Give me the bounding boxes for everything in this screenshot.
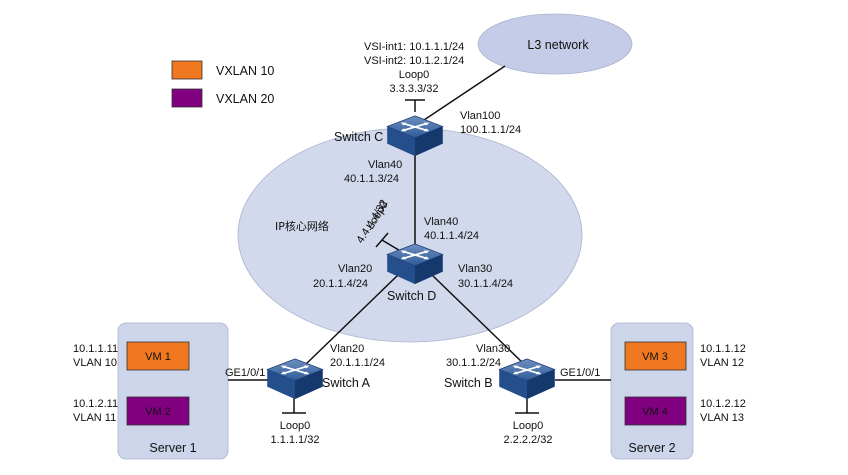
switch-b-port: GE1/0/1 — [560, 367, 600, 379]
switch-a-name: Switch A — [322, 376, 371, 390]
vm4-vlan: VLAN 13 — [700, 412, 744, 424]
switch-c-up-vlan: Vlan100 — [460, 110, 500, 122]
legend-swatch-vxlan10 — [171, 60, 203, 80]
vm4-label: VM 4 — [642, 406, 668, 418]
server1-name: Server 1 — [149, 441, 196, 455]
vm4-ip: 10.1.2.12 — [700, 398, 746, 410]
switch-a-port: GE1/0/1 — [225, 367, 265, 379]
server2-name: Server 2 — [628, 441, 675, 455]
vm3-ip: 10.1.1.12 — [700, 343, 746, 355]
vm1-ip: 10.1.1.11 — [73, 343, 118, 355]
vm2-box[interactable] — [126, 396, 190, 426]
switch-b-icon[interactable] — [498, 358, 556, 400]
link-d-a — [304, 274, 399, 366]
vm3-box[interactable] — [624, 341, 687, 371]
core-network-area — [237, 127, 583, 343]
switch-a-icon[interactable] — [266, 358, 324, 400]
switch-a-ip: 20.1.1.1/24 — [330, 357, 385, 369]
vm2-vlan: VLAN 11 — [73, 412, 116, 424]
switch-d-name: Switch D — [387, 289, 436, 303]
switch-c-down-ip: 40.1.1.3/24 — [344, 173, 399, 185]
switch-d-right-ip: 30.1.1.4/24 — [458, 278, 513, 290]
vm1-box[interactable] — [126, 341, 190, 371]
switch-b-vlan: Vlan30 — [476, 343, 510, 355]
l3-network-cloud — [477, 13, 633, 75]
switch-b-ip: 30.1.1.2/24 — [446, 357, 501, 369]
switch-c-down-vlan: Vlan40 — [368, 159, 402, 171]
switch-b-loop-name: Loop0 — [513, 420, 544, 432]
vm3-vlan: VLAN 12 — [700, 357, 744, 369]
switch-a-vlan: Vlan20 — [330, 343, 364, 355]
legend-swatch-vxlan20 — [171, 88, 203, 108]
core-network-label: IP核心网络 — [275, 219, 329, 233]
switch-b-loop-ip: 2.2.2.2/32 — [504, 434, 553, 446]
switch-c-vsi2: VSI-int2: 10.1.2.1/24 — [364, 55, 464, 67]
vm1-vlan: VLAN 10 — [73, 357, 117, 369]
vm1-label: VM 1 — [145, 351, 171, 363]
vm4-box[interactable] — [624, 396, 687, 426]
link-c-cloud — [417, 65, 506, 125]
switch-c-loop-name: Loop0 — [399, 69, 430, 81]
switch-c-vsi1: VSI-int1: 10.1.1.1/24 — [364, 41, 464, 53]
l3-network-label: L3 network — [527, 38, 589, 52]
vm2-label: VM 2 — [145, 406, 171, 418]
switch-d-left-ip: 20.1.1.4/24 — [313, 278, 368, 290]
legend-label-vxlan20: VXLAN 20 — [216, 92, 274, 106]
vm2-ip: 10.1.2.11 — [73, 398, 118, 410]
loop-stub-d-bar — [375, 232, 389, 248]
vm3-label: VM 3 — [642, 351, 668, 363]
switch-c-up-ip: 100.1.1.1/24 — [460, 124, 521, 136]
switch-a-loop-name: Loop0 — [280, 420, 311, 432]
switch-d-left-vlan: Vlan20 — [338, 263, 372, 275]
switch-a-loop-ip: 1.1.1.1/32 — [271, 434, 320, 446]
switch-d-up-ip: 40.1.1.4/24 — [424, 230, 479, 242]
switch-d-right-vlan: Vlan30 — [458, 263, 492, 275]
switch-d-up-vlan: Vlan40 — [424, 216, 458, 228]
switch-c-loop-ip: 3.3.3.3/32 — [390, 83, 439, 95]
legend-label-vxlan10: VXLAN 10 — [216, 64, 274, 78]
switch-b-name: Switch B — [444, 376, 493, 390]
switch-c-name: Switch C — [334, 130, 383, 144]
link-d-b — [431, 274, 526, 366]
